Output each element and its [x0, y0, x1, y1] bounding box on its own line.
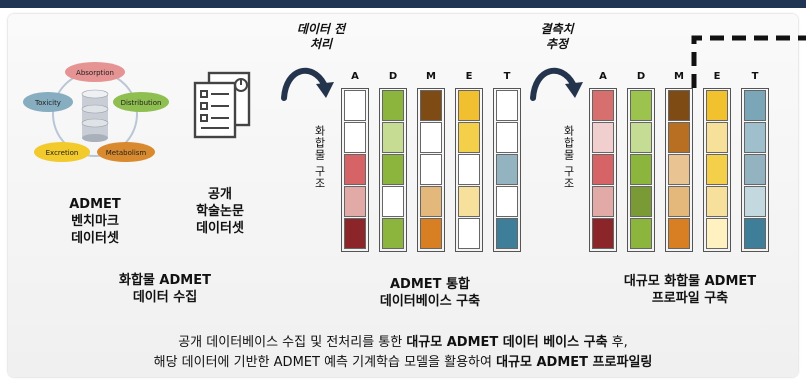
integrated-column-m: [417, 88, 445, 252]
profile-cell: [706, 186, 728, 217]
profile-column-header-d: D: [636, 71, 646, 82]
integrated-cell: [458, 218, 480, 249]
profile-cell: [744, 186, 766, 217]
profile-cell: [744, 90, 766, 121]
profile-row-axis-label: 화합물 구조: [562, 125, 575, 190]
distribution-node: [113, 92, 169, 112]
integrated-cell: [344, 154, 366, 185]
admet-cycle-diagram: Absorption Distribution Metabolism Excre…: [23, 62, 169, 162]
profile-cell: [592, 186, 614, 217]
integrated-column-header-a: A: [351, 71, 359, 82]
integrated-cell: [344, 122, 366, 153]
integrated-cell: [382, 122, 404, 153]
integrated-column-header-t: T: [503, 71, 511, 82]
top-banner-bar: [0, 0, 806, 8]
profile-cell: [630, 154, 652, 185]
metabolism-node: [97, 142, 155, 162]
integrated-cell: [420, 90, 442, 121]
integrate-step-label: ADMET 통합 데이터베이스 구축: [379, 277, 481, 309]
integrated-column-header-m: M: [426, 71, 436, 82]
profile-cell: [592, 122, 614, 153]
collect-step-label: 화합물 ADMET 데이터 수집: [119, 273, 211, 305]
integrated-column-a: [341, 88, 369, 252]
profile-cell: [706, 218, 728, 249]
integrated-row-axis-label: 화합물 구조: [313, 125, 326, 190]
profile-column-header-a: A: [599, 71, 607, 82]
profile-cell: [668, 90, 690, 121]
excretion-node: [34, 142, 90, 162]
integrated-cell: [496, 122, 518, 153]
integrated-cell: [382, 186, 404, 217]
integrated-cell: [420, 186, 442, 217]
integrated-column-header-d: D: [388, 71, 398, 82]
profile-column-m: [665, 88, 693, 252]
profile-cell: [706, 154, 728, 185]
impute-arrow-icon: [530, 67, 583, 101]
profile-cell: [592, 218, 614, 249]
profile-column-d: [627, 88, 655, 252]
integrated-cell: [420, 122, 442, 153]
profile-column-header-e: E: [713, 71, 721, 82]
integrated-cell: [382, 154, 404, 185]
integrated-cell: [496, 218, 518, 249]
profile-cell: [744, 122, 766, 153]
profile-cell: [630, 122, 652, 153]
profile-cell: [668, 218, 690, 249]
integrated-cell: [344, 218, 366, 249]
benchmark-label: ADMET 벤치마크 데이터셋: [69, 197, 121, 246]
absorption-node: [65, 62, 125, 82]
integrated-cell: [382, 218, 404, 249]
profile-cell: [744, 154, 766, 185]
profile-cell: [668, 154, 690, 185]
profile-cell: [630, 218, 652, 249]
integrated-cell: [458, 186, 480, 217]
toxicity-label: Toxicity: [34, 99, 61, 107]
profile-cell: [630, 90, 652, 121]
documents-icon: [193, 71, 251, 139]
integrated-column-d: [379, 88, 407, 252]
dashed-connector: [691, 35, 806, 88]
integrated-cell: [496, 186, 518, 217]
database-icon: [81, 89, 109, 142]
profile-cell: [706, 122, 728, 153]
integrated-cell: [496, 90, 518, 121]
distribution-label: Distribution: [121, 99, 162, 107]
integrated-column-t: [493, 88, 521, 252]
metabolism-label: Metabolism: [106, 149, 147, 157]
profile-cell: [706, 90, 728, 121]
integrated-cell: [420, 218, 442, 249]
summary-text: 공개 데이터베이스 수집 및 전처리를 통한 대규모 ADMET 데이터 베이스…: [153, 335, 653, 370]
profile-column-header-m: M: [674, 71, 684, 82]
profile-column-e: [703, 88, 731, 252]
integrated-cell: [458, 154, 480, 185]
integrated-cell: [458, 122, 480, 153]
profile-cell: [592, 90, 614, 121]
preprocess-step-label: 데이터 전 처리: [296, 22, 346, 51]
profile-cell: [668, 122, 690, 153]
profile-cell: [744, 218, 766, 249]
excretion-label: Excretion: [46, 149, 79, 157]
profile-cell: [592, 154, 614, 185]
integrated-cell: [420, 154, 442, 185]
profile-column-header-t: T: [751, 71, 759, 82]
integrated-cell: [344, 90, 366, 121]
integrated-column-header-e: E: [465, 71, 473, 82]
papers-label: 공개 학술논문 데이터셋: [196, 187, 244, 236]
profile-step-label: 대규모 화합물 ADMET 프로파일 구축: [623, 274, 757, 306]
absorption-label: Absorption: [76, 69, 114, 77]
toxicity-node: [23, 92, 73, 112]
profile-column-a: [589, 88, 617, 252]
profile-cell: [630, 186, 652, 217]
profile-cell: [668, 186, 690, 217]
integrated-column-e: [455, 88, 483, 252]
integrated-cell: [382, 90, 404, 121]
integrated-cell: [496, 154, 518, 185]
preprocess-arrow-icon: [281, 67, 334, 101]
profile-column-t: [741, 88, 769, 252]
impute-step-label: 결측치 추정: [540, 22, 574, 51]
integrated-cell: [458, 90, 480, 121]
integrated-cell: [344, 186, 366, 217]
